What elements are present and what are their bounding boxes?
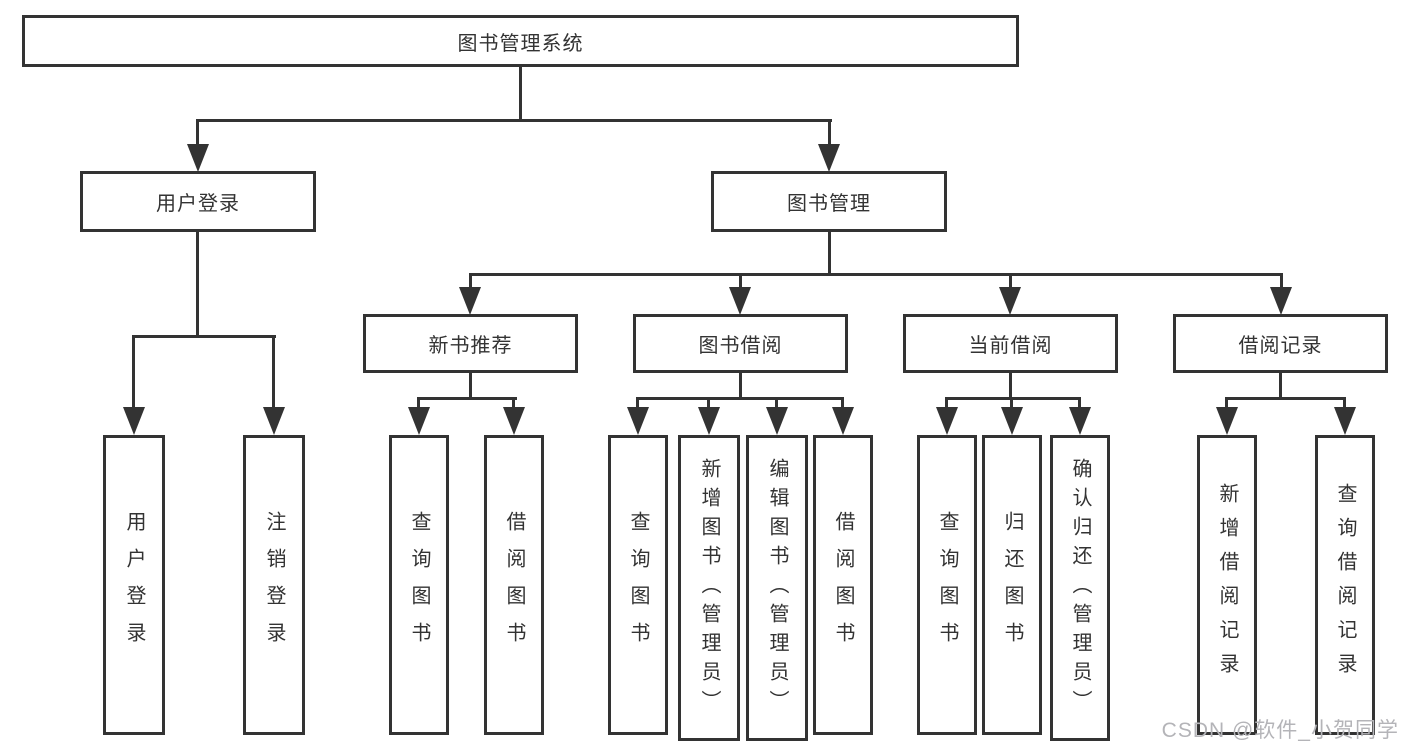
leaf-query-borrow-record: 查询借阅记录 (1315, 435, 1375, 735)
connector-drop (775, 397, 778, 411)
connector-current-branch (945, 397, 1081, 400)
arrow-down-icon (459, 287, 481, 315)
box-label: 用户登录 (156, 193, 240, 215)
connector-root-branch (196, 119, 832, 122)
connector-drop-book-borrow (739, 273, 742, 291)
leaf-label: 归还图书 (1001, 511, 1023, 659)
arrow-down-icon (1069, 407, 1091, 435)
leaf-query-books-borrow: 查询图书 (608, 435, 668, 735)
arrow-down-icon (1001, 407, 1023, 435)
csdn-watermark: CSDN @软件_小贺同学 (1161, 719, 1399, 742)
box-label: 图书管理 (787, 193, 871, 215)
box-book-management: 图书管理 (711, 171, 947, 232)
connector-newbook-branch (417, 397, 517, 400)
box-library-system: 图书管理系统 (22, 15, 1019, 67)
box-new-book-recommend: 新书推荐 (363, 314, 578, 373)
leaf-borrow-books-recommend: 借阅图书 (484, 435, 544, 735)
connector-drop-book-management (828, 119, 831, 149)
leaf-label: 查询图书 (936, 511, 958, 659)
leaf-label: 新增借阅记录 (1216, 483, 1238, 687)
connector-records-stem (1279, 372, 1282, 399)
connector-drop-new-book (469, 273, 472, 291)
arrow-down-icon (503, 407, 525, 435)
arrow-down-icon (123, 407, 145, 435)
box-label: 当前借阅 (968, 335, 1053, 357)
leaf-query-books-recommend: 查询图书 (389, 435, 449, 735)
connector-drop (1225, 397, 1228, 411)
arrow-down-icon (818, 144, 840, 172)
connector-root-stem (519, 66, 522, 121)
arrow-down-icon (766, 407, 788, 435)
arrow-down-icon (999, 287, 1021, 315)
leaf-label: 用户登录 (123, 511, 145, 659)
leaf-label: 查询图书 (408, 511, 430, 659)
connector-drop (512, 397, 515, 411)
connector-mgmt-branch (469, 273, 1283, 276)
connector-drop-leaf-login (132, 335, 135, 411)
box-user-login: 用户登录 (80, 171, 316, 232)
connector-drop (1343, 397, 1346, 411)
connector-login-stem (196, 231, 199, 338)
box-current-borrow: 当前借阅 (903, 314, 1118, 373)
connector-drop (841, 397, 844, 411)
connector-drop (1010, 397, 1013, 411)
leaf-borrow-books: 借阅图书 (813, 435, 873, 735)
connector-records-branch (1225, 397, 1346, 400)
leaf-logout: 注销登录 (243, 435, 305, 735)
leaf-return-book: 归还图书 (982, 435, 1042, 735)
arrow-down-icon (627, 407, 649, 435)
leaf-label: 借阅图书 (503, 511, 525, 659)
arrow-down-icon (408, 407, 430, 435)
connector-drop-current-borrow (1009, 273, 1012, 291)
leaf-label: 查询图书 (627, 511, 649, 659)
leaf-label: 查询借阅记录 (1334, 483, 1356, 687)
connector-borrow-stem (739, 372, 742, 399)
connector-newbook-stem (469, 372, 472, 399)
connector-drop (417, 397, 420, 411)
leaf-add-book-admin: 新增图书（管理员） (678, 435, 740, 741)
connector-drop (1078, 397, 1081, 411)
leaf-label: 确认归还（管理员） (1069, 457, 1091, 719)
box-label: 图书借阅 (698, 335, 783, 357)
arrow-down-icon (1216, 407, 1238, 435)
leaf-query-books-current: 查询图书 (917, 435, 977, 735)
leaf-label: 注销登录 (263, 511, 285, 659)
connector-drop (636, 397, 639, 411)
connector-drop (707, 397, 710, 411)
arrow-down-icon (263, 407, 285, 435)
arrow-down-icon (832, 407, 854, 435)
connector-borrow-branch (636, 397, 844, 400)
box-label: 新书推荐 (428, 335, 513, 357)
arrow-down-icon (1270, 287, 1292, 315)
arrow-down-icon (936, 407, 958, 435)
arrow-down-icon (187, 144, 209, 172)
box-label: 图书管理系统 (457, 32, 584, 55)
leaf-user-login: 用户登录 (103, 435, 165, 735)
box-borrow-records: 借阅记录 (1173, 314, 1388, 373)
connector-drop-user-login (196, 119, 199, 149)
arrow-down-icon (729, 287, 751, 315)
leaf-confirm-return-admin: 确认归还（管理员） (1050, 435, 1110, 741)
leaf-label: 新增图书（管理员） (698, 457, 720, 719)
leaf-label: 借阅图书 (832, 511, 854, 659)
connector-mgmt-stem (828, 231, 831, 276)
arrow-down-icon (698, 407, 720, 435)
connector-drop (945, 397, 948, 411)
connector-drop-leaf-logout (272, 335, 275, 411)
leaf-add-borrow-record: 新增借阅记录 (1197, 435, 1257, 735)
box-label: 借阅记录 (1238, 335, 1323, 357)
connector-current-stem (1009, 372, 1012, 399)
leaf-edit-book-admin: 编辑图书（管理员） (746, 435, 808, 741)
box-book-borrow: 图书借阅 (633, 314, 848, 373)
arrow-down-icon (1334, 407, 1356, 435)
connector-drop-borrow-records (1280, 273, 1283, 291)
leaf-label: 编辑图书（管理员） (766, 457, 788, 719)
connector-login-branch (132, 335, 276, 338)
